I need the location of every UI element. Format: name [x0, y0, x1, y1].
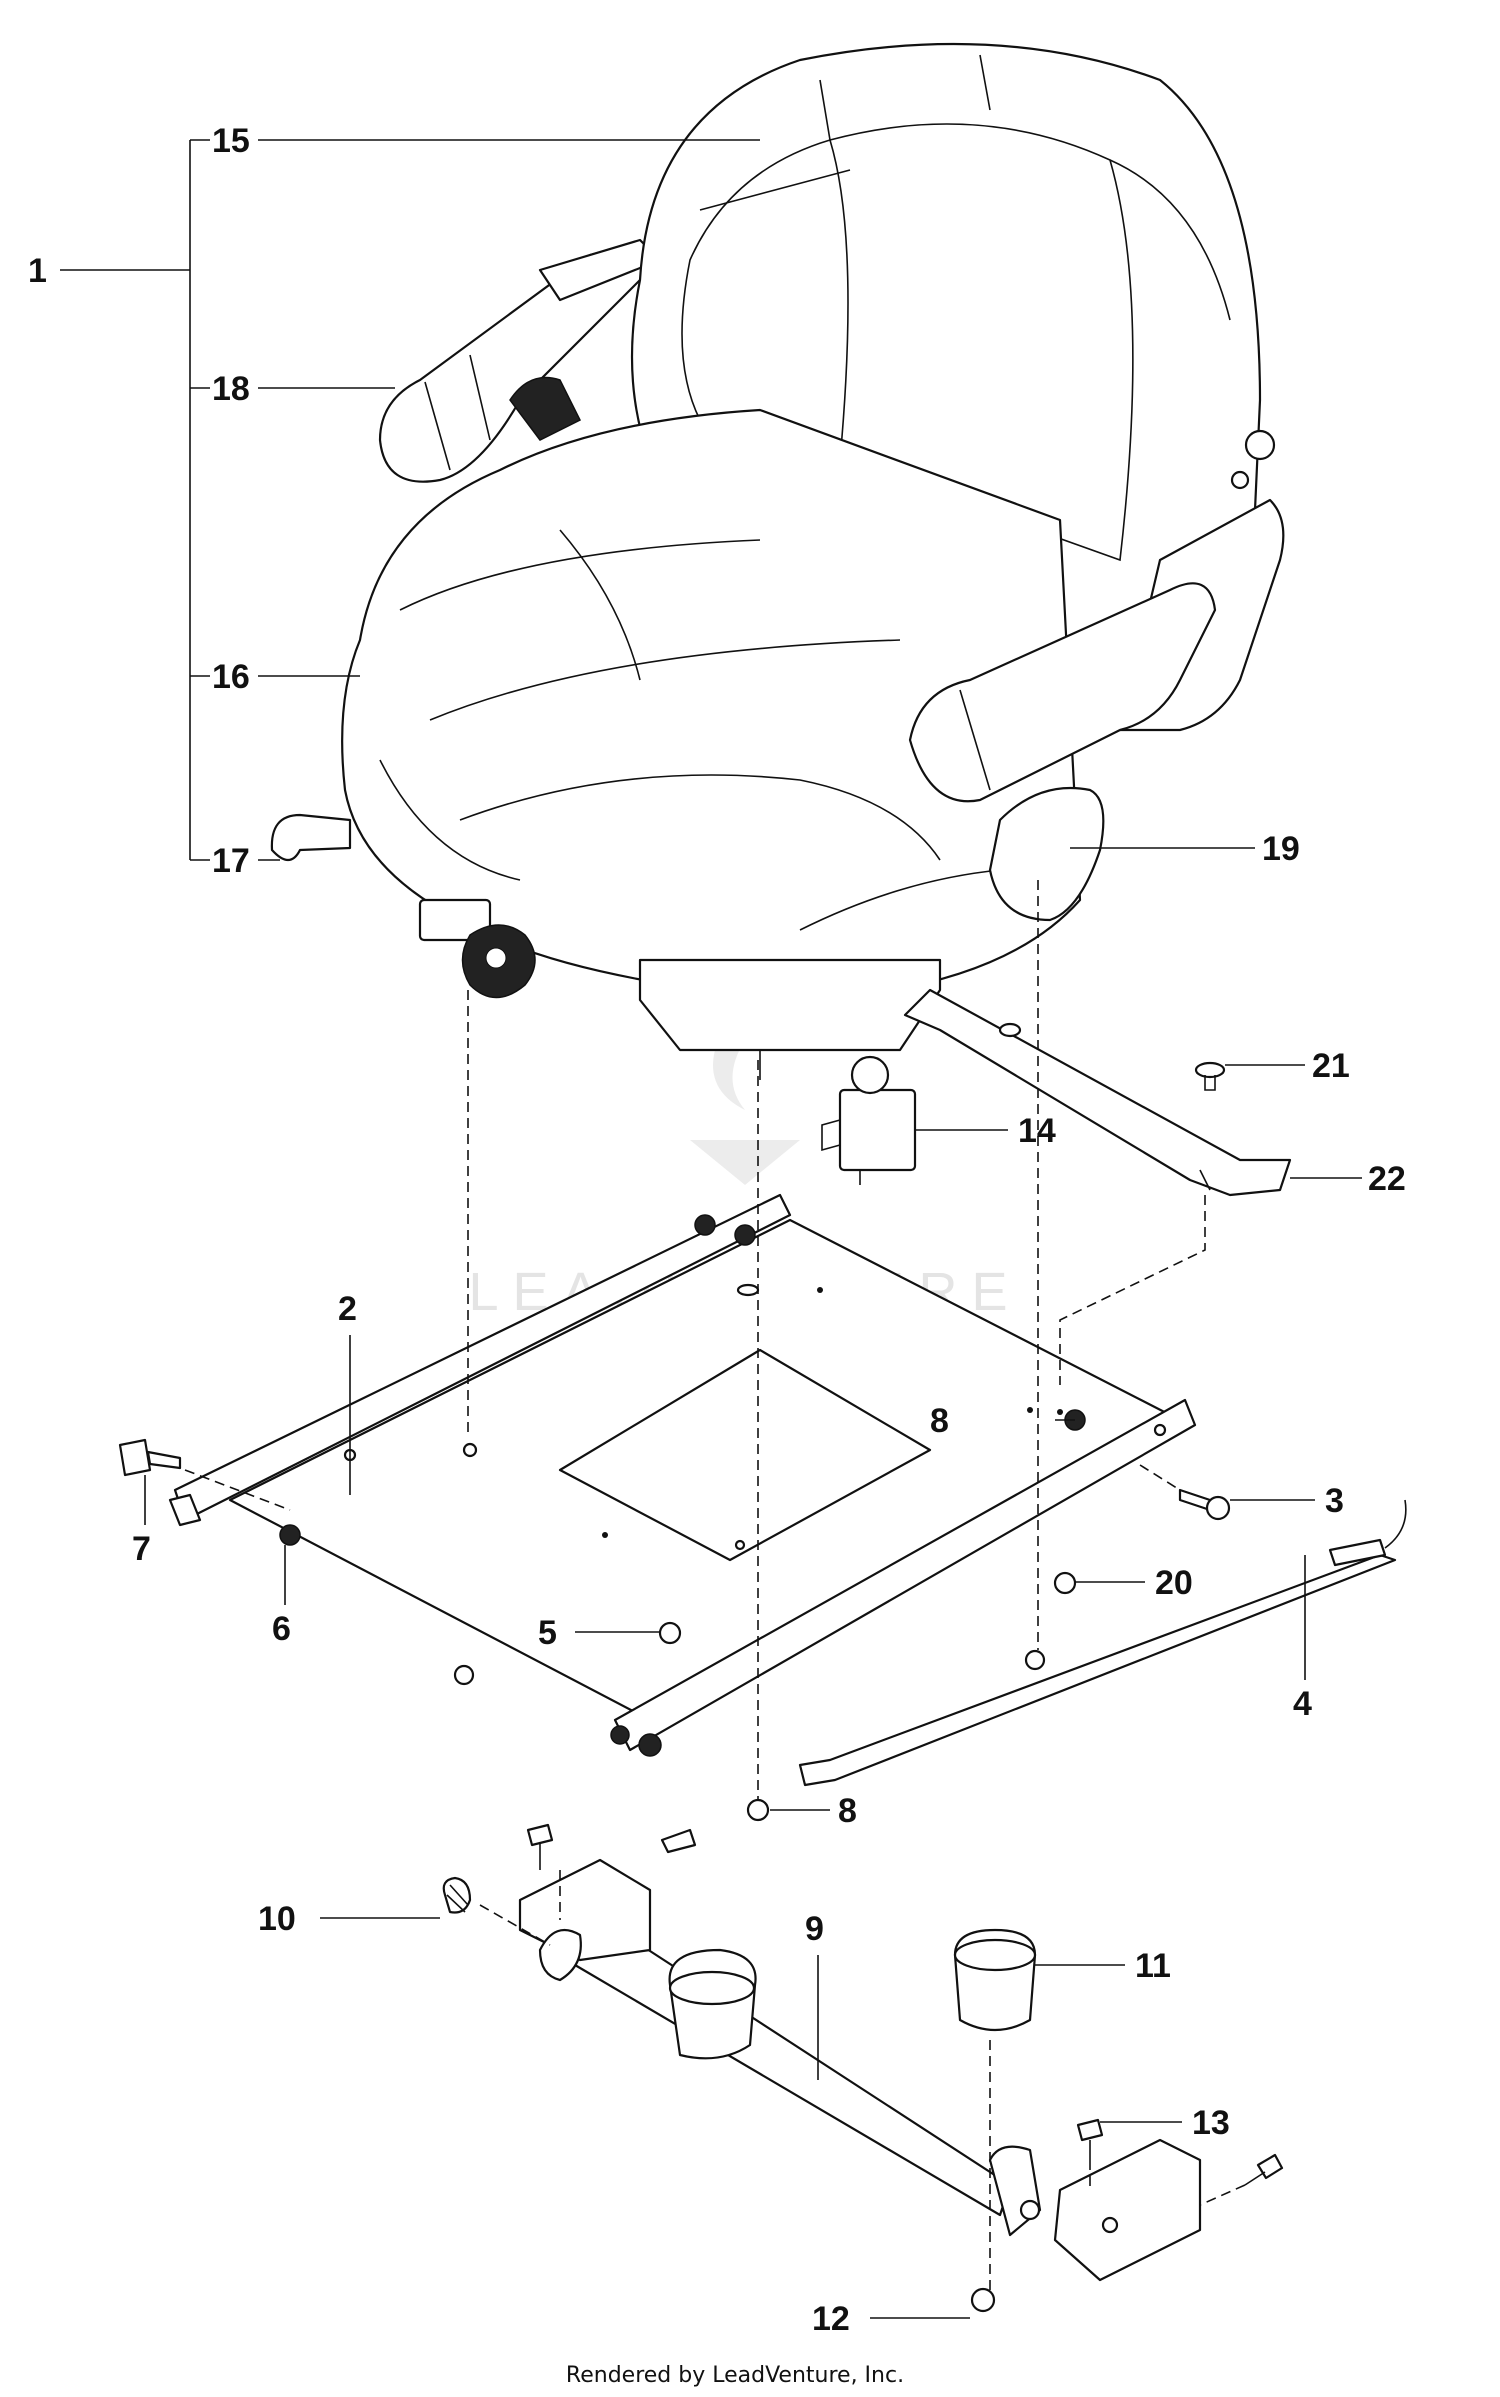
nut-8-lower	[746, 1798, 770, 1822]
callout-3: 3	[1325, 1482, 1344, 1520]
nut-20	[1053, 1571, 1077, 1595]
callout-15: 15	[212, 122, 250, 160]
callout-22: 22	[1368, 1160, 1406, 1198]
bracket-22	[903, 988, 1292, 1197]
nut-5	[658, 1621, 682, 1645]
rod-4	[798, 1499, 1407, 1787]
callout-17: 17	[212, 842, 250, 880]
bolt-3	[1178, 1488, 1231, 1521]
callout-13: 13	[1192, 2104, 1230, 2142]
nut-bottom-right	[1024, 1649, 1046, 1671]
callout-7: 7	[132, 1530, 151, 1568]
callout-6: 6	[272, 1610, 291, 1648]
callout-12: 12	[812, 2300, 850, 2338]
callout-21: 21	[1312, 1047, 1350, 1085]
callout-10: 10	[258, 1900, 296, 1938]
safety-switch	[821, 1055, 917, 1185]
callout-19: 19	[1262, 830, 1300, 868]
callout-20: 20	[1155, 1564, 1193, 1602]
spring-10	[442, 1876, 472, 1914]
callout-18: 18	[212, 370, 250, 408]
bolt-7	[118, 1438, 182, 1477]
callout-8-upper: 8	[930, 1402, 949, 1440]
callout-8-lower: 8	[838, 1792, 857, 1830]
seat-assembly	[270, 42, 1285, 1080]
callout-1: 1	[28, 252, 47, 290]
seat-plate	[168, 1193, 1197, 1757]
callout-16: 16	[212, 658, 250, 696]
alignment-lines	[184, 880, 1246, 2290]
callout-2: 2	[338, 1290, 357, 1328]
callout-14: 14	[1018, 1112, 1056, 1150]
lower-bolts	[526, 1823, 1284, 2313]
callouts: 1 15 18 16 17 19 21 14 22 2 8 3 7 6 5 20…	[28, 122, 1406, 2338]
pin-21	[1194, 1061, 1226, 1091]
callout-9: 9	[805, 1910, 824, 1948]
lower-assembly	[518, 1858, 1202, 2282]
nut-bottom-left	[453, 1664, 475, 1686]
leader-lines	[60, 139, 1362, 2319]
callout-11: 11	[1135, 1947, 1171, 1985]
footer-credit: Rendered by LeadVenture, Inc.	[566, 2363, 904, 2388]
callout-5: 5	[538, 1614, 557, 1652]
callout-4: 4	[1293, 1685, 1312, 1723]
